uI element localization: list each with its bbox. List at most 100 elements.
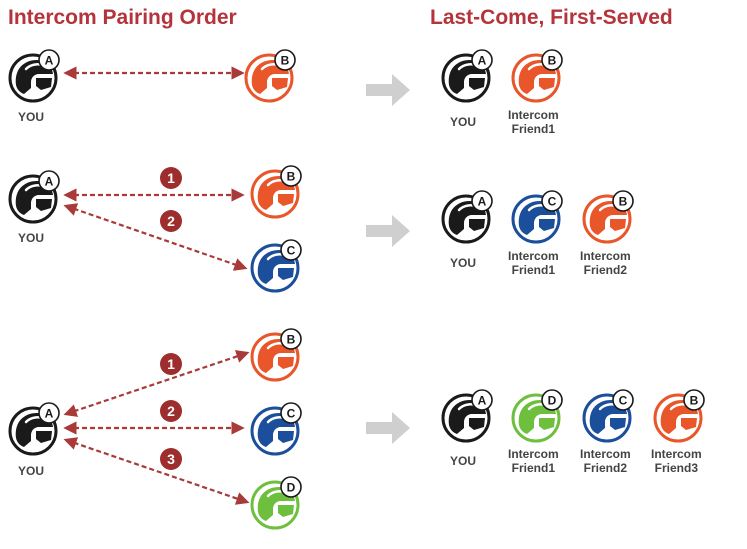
friend-label: Intercom Friend1 [508,249,559,277]
title-last-come-first-served: Last-Come, First-Served [430,6,673,29]
helmet-badge-letter: A [478,54,487,68]
helmet-badge: A [38,170,60,192]
helmet-badge: B [280,328,302,350]
step-badge-1: 1 [160,353,182,375]
helmet-icon: A [441,389,493,443]
helmet-icon: B [250,165,302,219]
step-badge-1: 1 [160,167,182,189]
helmet-badge-letter: C [548,195,557,209]
you-label: YOU [18,231,45,245]
helmet-icon: D [511,389,563,443]
svg-text:2: 2 [167,213,175,229]
helmet-badge: A [38,402,60,424]
friend-label-line1: Intercom [580,249,631,263]
you-label: YOU [450,256,477,270]
helmet-icon: D [250,476,302,530]
you-label: YOU [450,115,477,129]
helmet-icon: A [441,49,493,103]
helmet-icon: C [250,402,302,456]
helmet-badge: A [471,389,493,411]
helmet-icon: B [244,49,296,103]
helmet-badge-letter: B [287,333,296,347]
helmet-badge: C [541,190,563,212]
helmet-badge-letter: D [548,394,557,408]
friend-label-line1: Intercom [580,447,631,461]
pairing-arrows [63,66,250,505]
friend-label-line1: Intercom [508,447,559,461]
helmet-icon: A [8,170,60,224]
helmet-badge: C [280,239,302,261]
pair-arrow-row3-step3 [63,437,250,505]
you-label: YOU [18,110,45,124]
helmet-icon: B [653,389,705,443]
helmet-badge: B [541,49,563,71]
helmet-badge: B [274,49,296,71]
helmet-badge: A [471,190,493,212]
helmet-icon: A [441,190,493,244]
pair-arrow-row2-step2 [63,203,248,271]
friend-label-line1: Intercom [508,108,559,122]
helmet-badge-letter: C [619,394,628,408]
helmet-badge: C [612,389,634,411]
helmet-badge: B [280,165,302,187]
helmet-badge-letter: C [287,244,296,258]
helmet-badge-letter: B [281,54,290,68]
helmet-badge-letter: B [619,195,628,209]
step-badge-2: 2 [160,400,182,422]
step-badges: 1 2 1 2 3 [160,167,182,470]
helmet-badge: D [541,389,563,411]
svg-text:1: 1 [167,356,175,372]
helmet-badge-letter: A [478,195,487,209]
helmet-badge-letter: A [45,54,54,68]
result-arrows [366,74,410,444]
you-label: YOU [18,464,45,478]
helmet-badge-letter: B [287,170,296,184]
helmet-badge-letter: C [287,407,296,421]
friend-label-line2: Friend2 [583,461,628,475]
step-badge-3: 3 [160,448,182,470]
helmet-badge-letter: D [287,481,296,495]
helmet-badge: A [38,49,60,71]
friend-label: Intercom Friend1 [508,108,559,136]
right-arrow-icon [366,412,410,444]
friend-label: Intercom Friend2 [580,447,631,475]
svg-text:3: 3 [167,451,175,467]
friend-label-line1: Intercom [651,447,702,461]
svg-text:1: 1 [167,170,175,186]
helmet-badge-letter: B [548,54,557,68]
friend-label-line1: Intercom [508,249,559,263]
helmet-badge: B [683,389,705,411]
svg-text:2: 2 [167,403,175,419]
title-intercom-pairing-order: Intercom Pairing Order [8,6,237,29]
helmet-badge: A [471,49,493,71]
helmet-icon: C [250,239,302,293]
friend-label: Intercom Friend2 [580,249,631,277]
helmet-badge: C [280,402,302,424]
right-arrow-icon [366,215,410,247]
helmets: A B A B A B C A C B A B C D A D C B [8,49,705,530]
friend-label: Intercom Friend1 [508,447,559,475]
helmet-badge: B [612,190,634,212]
friend-label-line2: Friend1 [511,122,556,136]
pair-arrow-row3-step1 [63,350,250,417]
friend-label: Intercom Friend3 [651,447,702,475]
helmet-icon: B [511,49,563,103]
friend-label-line2: Friend3 [654,461,699,475]
helmet-icon: B [250,328,302,382]
helmet-badge-letter: A [478,394,487,408]
helmet-icon: A [8,49,60,103]
friend-label-line2: Friend1 [511,263,556,277]
helmet-icon: B [582,190,634,244]
helmet-badge-letter: A [45,407,54,421]
helmet-badge-letter: A [45,175,54,189]
you-label: YOU [450,454,477,468]
helmet-badge-letter: B [690,394,699,408]
helmet-badge: D [280,476,302,498]
helmet-icon: A [8,402,60,456]
right-arrow-icon [366,74,410,106]
step-badge-2: 2 [160,210,182,232]
helmet-icon: C [511,190,563,244]
friend-label-line2: Friend1 [511,461,556,475]
friend-label-line2: Friend2 [583,263,628,277]
